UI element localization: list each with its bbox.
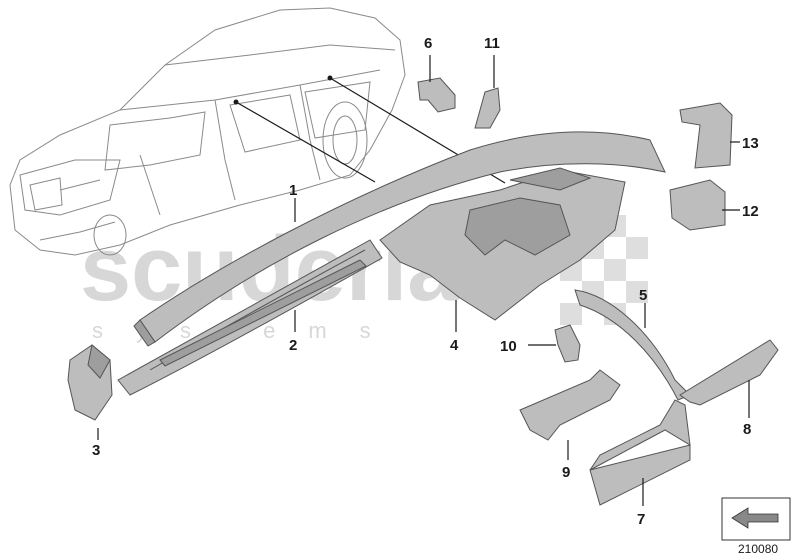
part-2-lower-rail [117, 239, 383, 396]
callout-5: 5 [639, 287, 647, 304]
callout-4: 4 [450, 337, 459, 354]
direction-arrow-box [721, 497, 791, 541]
part-11-bracket [474, 87, 501, 129]
part-4-inner-panel [379, 167, 626, 321]
callout-10: 10 [500, 338, 517, 355]
callout-11: 11 [484, 35, 500, 52]
part-12-cover [669, 179, 726, 231]
part-7-lower-channel [589, 399, 691, 506]
part-8-thin-strip [679, 339, 779, 406]
callout-9: 9 [562, 464, 570, 481]
part-10-clip [554, 324, 581, 363]
callout-1: 1 [289, 182, 297, 199]
callout-8: 8 [743, 421, 751, 438]
part-3-bracket [67, 344, 113, 421]
callout-13: 13 [742, 135, 759, 152]
arrow-icon [731, 507, 779, 529]
part-13-bracket [679, 102, 733, 169]
part-9-bracket-panel [519, 369, 621, 441]
document-number: 210080 [738, 542, 778, 556]
part-1-roof-trim [133, 131, 666, 347]
part-6-bracket [417, 77, 456, 113]
callout-3: 3 [92, 442, 100, 459]
callout-leader-lines [97, 55, 750, 506]
callout-2: 2 [289, 337, 297, 354]
callouts: 1 2 3 4 5 6 7 8 9 10 11 12 13 [92, 35, 759, 528]
callout-6: 6 [424, 35, 432, 52]
callout-12: 12 [742, 203, 759, 220]
car-outline-illustration [9, 7, 406, 256]
callout-7: 7 [637, 511, 645, 528]
